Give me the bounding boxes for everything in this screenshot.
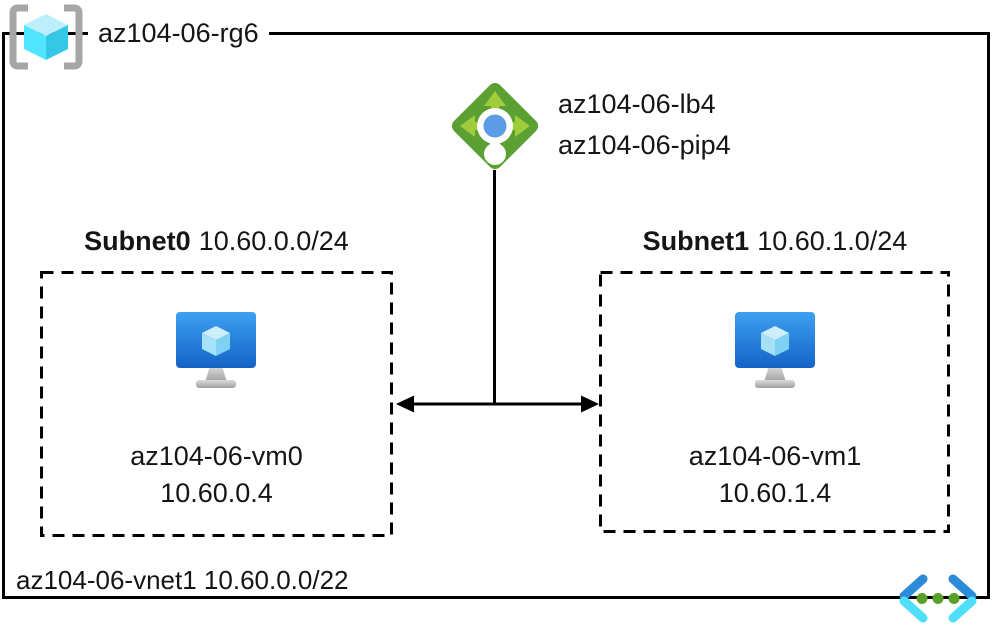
- subnet0-cidr: 10.60.0.0/24: [198, 226, 349, 256]
- right-arrowhead-icon: [581, 395, 599, 413]
- lb-keyhole-bottom: [484, 143, 506, 165]
- subnet0-name: Subnet0: [84, 226, 191, 256]
- subnet1-cidr: 10.60.1.0/24: [757, 226, 908, 256]
- vnet-dot-1: [916, 593, 928, 604]
- vnet-right-upper-chevron: [948, 574, 977, 601]
- vnet-left-lower-chevron: [899, 596, 928, 623]
- vm1-ip: 10.60.1.4: [718, 478, 832, 508]
- vm0-name: az104-06-vm0: [130, 441, 303, 471]
- vm1-stand-base: [755, 380, 795, 388]
- vnet-name: az104-06-vnet1: [16, 565, 197, 595]
- vm1-cube-left: [761, 333, 775, 356]
- left-bracket-icon: [9, 4, 28, 70]
- vnet-label: az104-06-vnet1 10.60.0.0/22: [16, 565, 349, 595]
- resource-group-label: az104-06-rg6: [88, 14, 269, 52]
- vm0-labels: az104-06-vm0 10.60.0.4: [41, 438, 392, 512]
- subnet0-box: [40, 271, 393, 537]
- lb-blue-dot: [483, 114, 507, 138]
- vm0-cube-right: [216, 333, 230, 356]
- public-ip-name: az104-06-pip4: [558, 130, 731, 160]
- vm1-stand: [764, 366, 786, 382]
- vm1-cube-right: [775, 333, 789, 356]
- vnet-dot-2: [932, 593, 944, 604]
- vm0-cube-left: [202, 333, 216, 356]
- right-bracket-icon: [64, 4, 83, 70]
- vm1-icon: [735, 312, 815, 388]
- vm0-icon: [176, 312, 256, 388]
- subnet1-name: Subnet1: [642, 226, 750, 256]
- vm0-ip: 10.60.0.4: [160, 478, 273, 508]
- vnet-icon: [899, 574, 977, 623]
- load-balancer-labels: az104-06-lb4 az104-06-pip4: [558, 84, 731, 166]
- vnet-left-upper-chevron: [899, 574, 928, 601]
- vnet-right-lower-chevron: [948, 596, 977, 623]
- rg-cube-left: [24, 25, 46, 60]
- load-balancer-icon: [451, 82, 539, 170]
- vm1-labels: az104-06-vm1 10.60.1.4: [601, 438, 949, 512]
- load-balancer-name: az104-06-lb4: [558, 89, 716, 119]
- vm1-name: az104-06-vm1: [688, 441, 862, 471]
- vm0-stand-base: [196, 380, 236, 388]
- vnet-dot-3: [948, 593, 960, 604]
- rg-cube-right: [46, 25, 68, 60]
- subnet1-box: [599, 271, 950, 533]
- resource-group-boundary: [2, 32, 990, 599]
- vm0-stand: [205, 366, 227, 382]
- vnet-cidr: 10.60.0.0/22: [203, 565, 349, 595]
- resource-group-icon: [9, 4, 83, 70]
- left-arrowhead-icon: [396, 395, 414, 413]
